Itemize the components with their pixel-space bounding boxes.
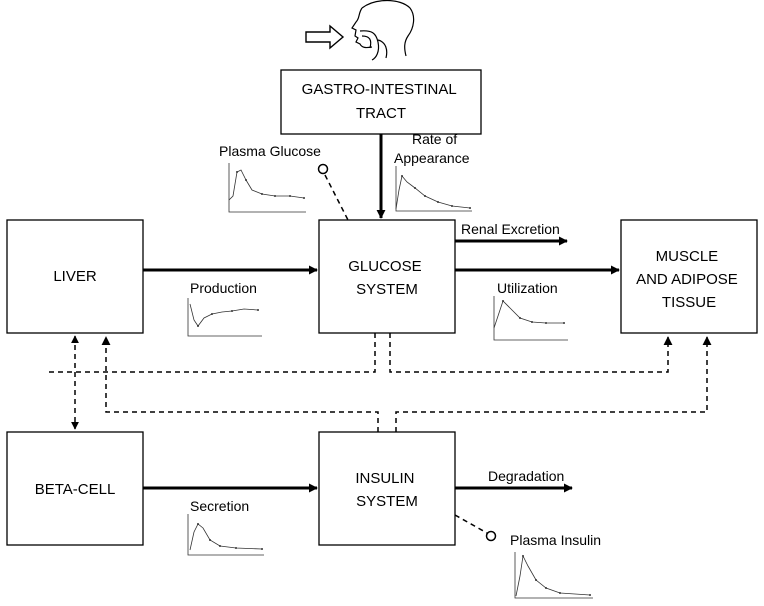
production-label: Production xyxy=(190,280,257,296)
human-head-icon xyxy=(351,0,415,61)
plasma-glucose-mini-plot xyxy=(228,163,306,213)
plasma-glucose-label: Plasma Glucose xyxy=(219,143,321,159)
measurement-probe-icon xyxy=(317,163,329,175)
secretion-label: Secretion xyxy=(190,498,249,514)
dashed-insulin-to-liver xyxy=(101,336,379,432)
insulin-system-label: INSULIN SYSTEM xyxy=(355,470,418,510)
muscle-adipose-box xyxy=(620,219,758,334)
production-mini-plot xyxy=(187,298,262,337)
dashed-insulin-to-muscle xyxy=(395,336,712,432)
secretion-mini-plot xyxy=(187,514,264,556)
insulin-system-box xyxy=(318,431,456,546)
glucose-system-label: GLUCOSE SYSTEM xyxy=(348,258,426,298)
rate-of-appearance-label: Rate of Appearance xyxy=(394,131,470,166)
gi-tract-label: GASTRO-INTESTINAL TRACT xyxy=(302,81,461,122)
dashed-plasma-glucose-probe xyxy=(324,174,349,221)
dashed-glucose-to-liver xyxy=(45,333,376,373)
utilization-label: Utilization xyxy=(497,280,558,296)
dashed-glucose-to-muscle xyxy=(389,333,673,373)
arrow-right-icon xyxy=(305,24,345,50)
glucose-system-box xyxy=(318,219,456,334)
liver-label: LIVER xyxy=(53,268,97,285)
utilization-mini-plot xyxy=(493,296,568,341)
renal-excretion-label: Renal Excretion xyxy=(461,221,560,237)
beta-cell-box xyxy=(6,431,144,546)
liver-box xyxy=(6,219,144,334)
degradation-label: Degradation xyxy=(488,468,564,484)
beta-cell-label: BETA-CELL xyxy=(35,481,116,498)
dashed-plasma-insulin-probe xyxy=(454,514,488,534)
muscle-adipose-label: MUSCLE AND ADIPOSE TISSUE xyxy=(636,248,742,311)
rate-of-appearance-mini-plot xyxy=(395,166,472,212)
measurement-probe-icon xyxy=(485,530,497,542)
plasma-insulin-mini-plot xyxy=(514,552,593,599)
gi-tract-box xyxy=(280,69,482,135)
plasma-insulin-label: Plasma Insulin xyxy=(510,532,601,548)
